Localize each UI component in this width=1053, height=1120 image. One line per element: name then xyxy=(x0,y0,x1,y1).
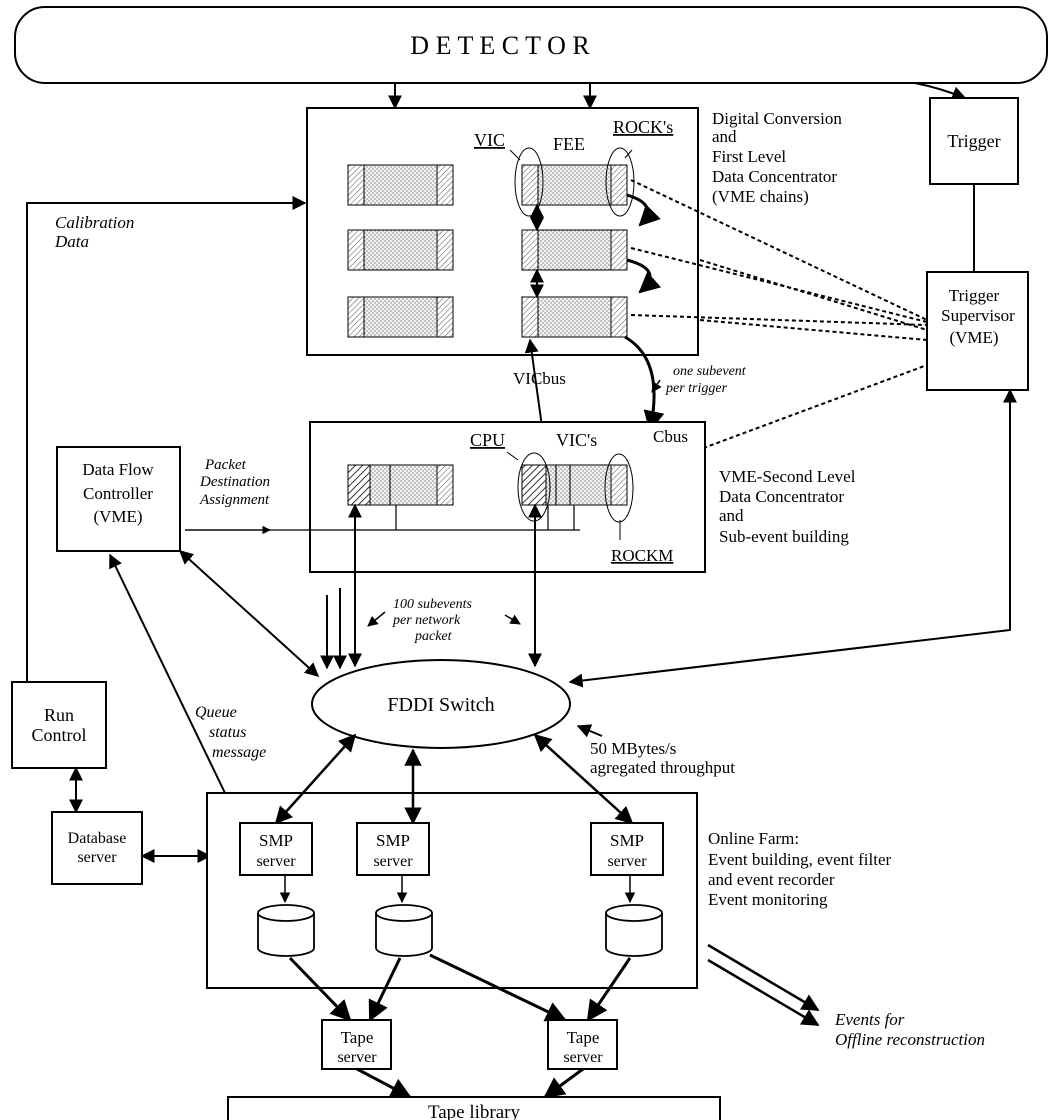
subevents-per-packet-label: 100 subevents per network packet xyxy=(392,597,472,644)
svg-text:status: status xyxy=(209,724,246,741)
vics-label: VIC's xyxy=(556,430,597,450)
svg-text:and: and xyxy=(719,506,744,525)
database-server-label: Database server xyxy=(68,830,127,866)
tape-library-label: Tape library xyxy=(428,1102,521,1120)
svg-text:server: server xyxy=(373,853,413,870)
svg-text:Data: Data xyxy=(54,232,89,251)
svg-text:Data Concentrator: Data Concentrator xyxy=(712,167,837,186)
vme-chain-left xyxy=(347,164,454,338)
svg-text:Events for: Events for xyxy=(834,1010,905,1029)
svg-text:Tape: Tape xyxy=(341,1028,374,1047)
svg-text:100 subevents: 100 subevents xyxy=(393,597,472,612)
svg-text:Calibration: Calibration xyxy=(55,213,134,232)
vme-chain-right xyxy=(521,164,628,338)
svg-text:Supervisor: Supervisor xyxy=(941,306,1015,325)
svg-text:and event recorder: and event recorder xyxy=(708,870,835,889)
second-level-left-modules xyxy=(347,464,454,506)
svg-text:server: server xyxy=(77,849,117,866)
svg-text:and: and xyxy=(712,127,737,146)
cpu-label: CPU xyxy=(470,430,505,450)
svg-text:SMP: SMP xyxy=(610,831,644,850)
svg-text:(VME chains): (VME chains) xyxy=(712,187,809,206)
second-level-right-modules xyxy=(521,464,628,506)
svg-text:Assignment: Assignment xyxy=(199,492,270,508)
svg-text:(VME): (VME) xyxy=(949,328,998,347)
svg-text:SMP: SMP xyxy=(376,831,410,850)
rocks-label: ROCK's xyxy=(613,117,673,137)
trigger-label: Trigger xyxy=(947,131,1000,151)
disk-3 xyxy=(605,904,663,957)
svg-text:First Level: First Level xyxy=(712,147,786,166)
svg-text:Destination: Destination xyxy=(199,474,270,490)
svg-text:Packet: Packet xyxy=(204,457,247,473)
trigger-supervisor-label: Trigger Supervisor (VME) xyxy=(941,286,1015,347)
svg-text:server: server xyxy=(256,853,296,870)
svg-text:Sub-event building: Sub-event building xyxy=(719,527,849,546)
detector-box xyxy=(14,6,1048,84)
svg-text:packet: packet xyxy=(414,629,453,644)
svg-text:SMP: SMP xyxy=(259,831,293,850)
fee-label: FEE xyxy=(553,134,585,154)
tape-server-1: Tape server xyxy=(321,1019,392,1070)
throughput-label: 50 MBytes/s agregated throughput xyxy=(590,739,735,777)
svg-text:Control: Control xyxy=(31,725,86,745)
fddi-switch xyxy=(311,659,571,749)
first-level-description: Digital Conversion and First Level Data … xyxy=(712,109,842,206)
svg-text:server: server xyxy=(607,853,647,870)
svg-text:Event building, event filter: Event building, event filter xyxy=(708,850,892,869)
svg-text:Controller: Controller xyxy=(83,484,153,503)
rockm-label: ROCKM xyxy=(611,546,673,565)
svg-text:Database: Database xyxy=(68,830,127,847)
run-control-label: Run Control xyxy=(31,705,86,745)
trigger-supervisor-box xyxy=(926,271,1029,391)
vic-label: VIC xyxy=(474,130,505,150)
vme-second-level-description: VME-Second Level Data Concentrator and S… xyxy=(719,467,856,546)
fddi-switch-label: FDDI Switch xyxy=(387,694,494,716)
svg-text:Data Flow: Data Flow xyxy=(82,460,154,479)
events-offline-label: Events for Offline reconstruction xyxy=(834,1010,985,1049)
svg-text:server: server xyxy=(563,1049,603,1066)
svg-text:per trigger: per trigger xyxy=(665,381,728,396)
svg-text:message: message xyxy=(212,744,266,761)
data-flow-controller-box xyxy=(56,446,181,552)
disk-2 xyxy=(375,904,433,957)
vic-ellipse xyxy=(514,147,544,217)
calibration-path xyxy=(26,196,307,682)
svg-text:Run: Run xyxy=(44,705,74,725)
smp-server-3: SMP server xyxy=(590,822,664,876)
svg-text:per network: per network xyxy=(392,613,461,628)
svg-text:Offline reconstruction: Offline reconstruction xyxy=(835,1030,985,1049)
trigger-box xyxy=(929,97,1019,185)
tape-server-2: Tape server xyxy=(547,1019,618,1070)
svg-text:VME-Second Level: VME-Second Level xyxy=(719,467,856,486)
svg-text:agregated throughput: agregated throughput xyxy=(590,758,735,777)
calibration-data-label: Calibration Data xyxy=(54,213,134,251)
svg-text:Online Farm:: Online Farm: xyxy=(708,829,799,848)
svg-text:Trigger: Trigger xyxy=(949,286,1000,305)
data-flow-controller-label: Data Flow Controller (VME) xyxy=(82,460,154,526)
svg-text:Event monitoring: Event monitoring xyxy=(708,890,828,909)
svg-text:one subevent: one subevent xyxy=(673,364,747,379)
cbus-label: Cbus xyxy=(653,427,688,446)
online-farm-description: Online Farm: Event building, event filte… xyxy=(708,829,892,909)
vicbus-label: VICbus xyxy=(513,369,566,388)
packet-destination-label: Packet Destination Assignment xyxy=(199,457,270,508)
run-control-box xyxy=(11,681,107,769)
detector-label: D E T E C T O R xyxy=(410,31,590,60)
smp-server-2: SMP server xyxy=(356,822,430,876)
svg-text:(VME): (VME) xyxy=(93,507,142,526)
svg-text:server: server xyxy=(337,1049,377,1066)
tape-library-box xyxy=(227,1096,721,1120)
svg-text:Data Concentrator: Data Concentrator xyxy=(719,487,844,506)
queue-status-label: Queue status message xyxy=(195,704,266,761)
svg-text:Digital Conversion: Digital Conversion xyxy=(712,109,842,128)
smp-server-1: SMP server xyxy=(239,822,313,876)
svg-text:Queue: Queue xyxy=(195,704,237,721)
database-server-box xyxy=(51,811,143,885)
svg-text:50 MBytes/s: 50 MBytes/s xyxy=(590,739,676,758)
disk-1 xyxy=(257,904,315,957)
one-subevent-label: one subevent per trigger xyxy=(665,364,747,396)
svg-text:Tape: Tape xyxy=(567,1028,600,1047)
